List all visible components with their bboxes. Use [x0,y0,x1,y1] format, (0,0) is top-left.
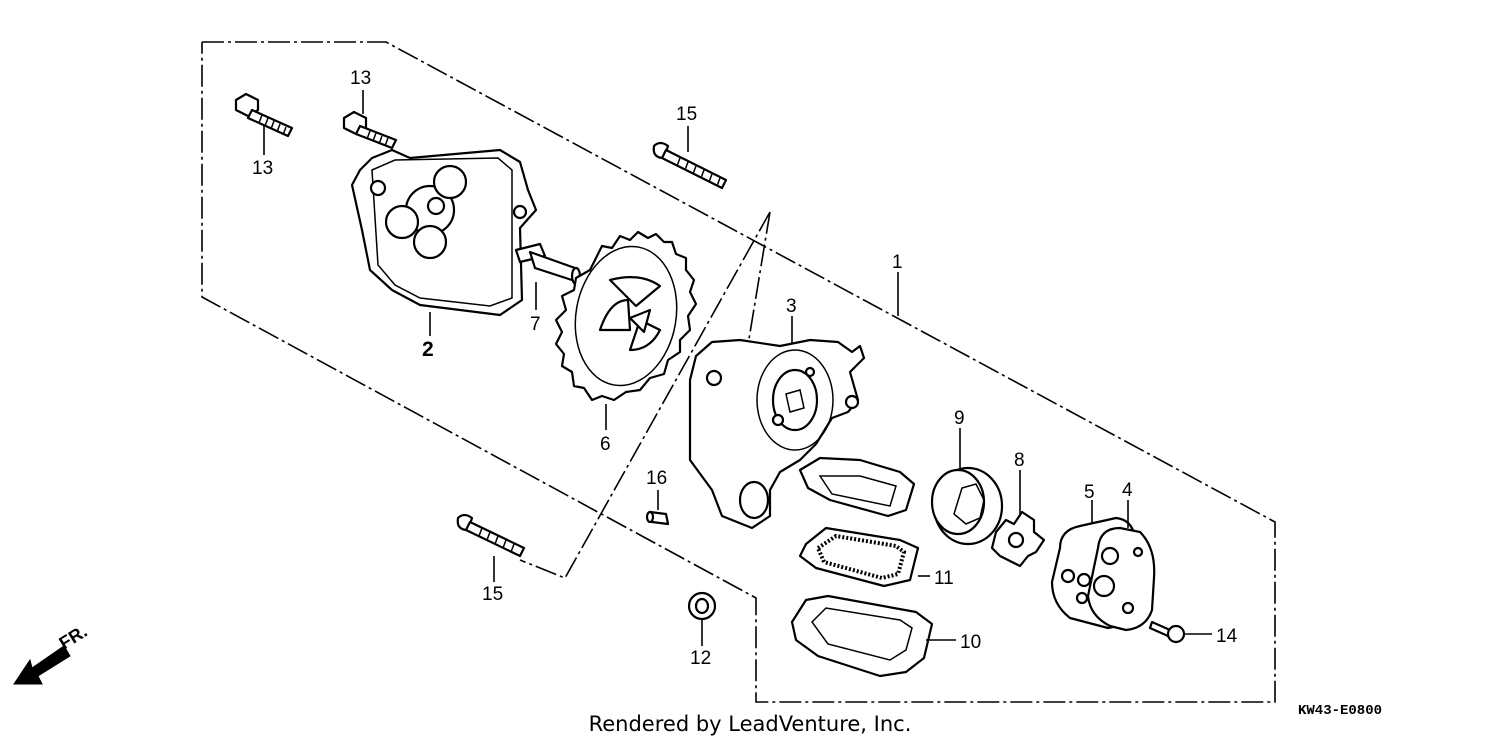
oil-strainer-screen-11[interactable] [798,526,920,588]
render-credit: Rendered by LeadVenture, Inc. [588,712,912,736]
callout-10: 10 [960,632,981,653]
leader-lines [263,90,1212,646]
callout-3: 3 [786,296,797,317]
callout-16: 16 [646,468,667,489]
callout-15-top: 15 [676,104,697,125]
sub-boundary-line [747,211,771,346]
strainer-packing-10[interactable] [790,594,934,678]
callout-2: 2 [422,338,434,361]
pump-cover-2[interactable] [350,148,538,317]
callout-15-bottom: 15 [482,584,503,605]
bolt-15-top[interactable] [652,141,728,190]
bolt-13-right[interactable] [342,110,398,150]
callout-12: 12 [690,648,711,669]
callout-1: 1 [892,252,903,273]
inner-rotor-8[interactable] [990,510,1046,568]
dowel-pin-16[interactable] [645,510,670,526]
pump-plate-4[interactable] [1086,526,1156,632]
front-direction-arrow: FR. [13,621,91,685]
screw-14[interactable] [1148,620,1186,644]
sub-assembly-boundary [519,211,771,580]
callout-8: 8 [1014,450,1025,471]
callout-7: 7 [530,314,541,335]
pump-shaft-7[interactable] [514,242,582,286]
callout-4: 4 [1122,480,1133,501]
bolt-13-left[interactable] [234,92,294,138]
drawing-code: KW43-E0800 [1298,703,1382,719]
callout-13-top: 13 [350,68,371,89]
callout-14: 14 [1216,626,1238,647]
washer-12[interactable] [687,591,717,621]
callout-9: 9 [954,408,965,429]
callout-13-left: 13 [252,158,273,179]
pump-body-3[interactable] [688,338,916,530]
callout-11: 11 [934,568,954,589]
outer-rotor-9[interactable] [930,466,1004,546]
bolt-15-bottom[interactable] [456,513,526,558]
assembly-boundary [201,41,1276,703]
drive-gear-6[interactable] [554,230,698,402]
callout-5: 5 [1084,482,1095,503]
callout-6: 6 [600,434,611,455]
